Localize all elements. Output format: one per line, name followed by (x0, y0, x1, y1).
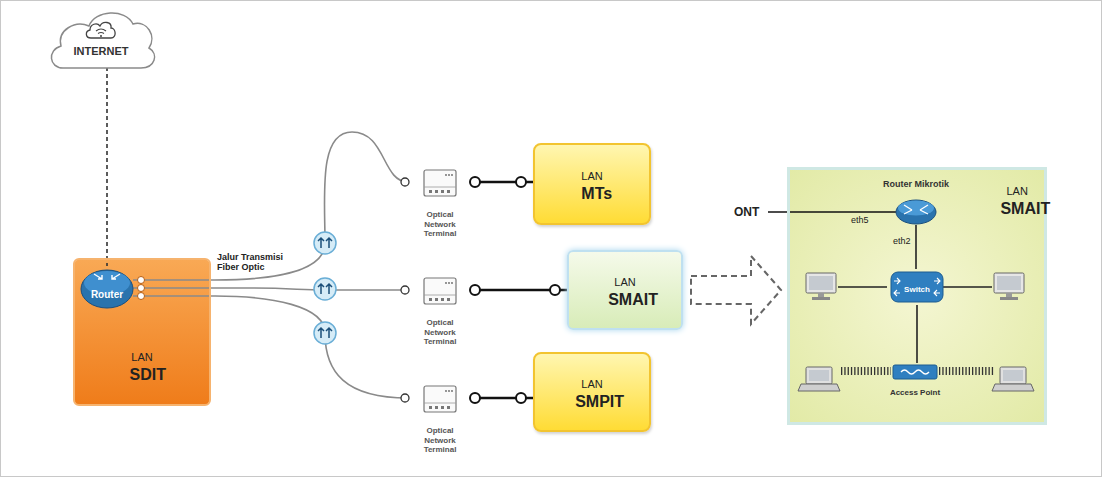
node-text: Optical Network Terminal (413, 318, 467, 346)
ont-device: Optical Network Terminal (408, 276, 472, 348)
connector (133, 296, 409, 402)
node-text: Switch (904, 285, 930, 295)
laptop (798, 367, 840, 391)
text-label: eth5 (851, 215, 869, 225)
connector (470, 393, 533, 403)
node-text: INTERNET (74, 45, 129, 57)
laptop (992, 367, 1034, 391)
text-label: ONT (734, 205, 759, 219)
node-text: Optical Network Terminal (413, 426, 467, 454)
node-text: LAN SMPIT (575, 373, 609, 411)
cloud-shape (45, 6, 157, 70)
connector (133, 286, 409, 294)
ont-device: Optical Network Terminal (408, 384, 472, 456)
node-text: Router Mikrotik (883, 179, 949, 190)
router-shape (81, 266, 133, 310)
lan-box: LAN SMAIT (567, 250, 683, 330)
panel-fill (788, 168, 1046, 424)
router-icon: Router (81, 266, 133, 310)
router-ports (138, 277, 145, 300)
lan-box: LAN MTs (533, 143, 651, 225)
connector (470, 177, 533, 187)
node-text: LAN SMAIT (608, 271, 642, 309)
internet-cloud: INTERNET (45, 6, 157, 70)
fiber-splitters (314, 232, 336, 344)
ont-device: Optical Network Terminal (408, 168, 472, 240)
sdit-fill (74, 259, 210, 405)
text-label: Jalur Transmisi Fiber Optic (217, 252, 297, 273)
desktop-pc (806, 273, 836, 300)
access-point: Access Point (875, 363, 955, 399)
node-text: LAN MTs (581, 165, 602, 203)
node-text: Router (91, 289, 123, 301)
connector (917, 305, 918, 363)
node-text: Access Point (890, 388, 940, 398)
connector (470, 285, 567, 295)
lan-box: LAN SMPIT (533, 352, 651, 432)
connector (916, 225, 917, 269)
node-text: LAN SDIT (129, 346, 154, 384)
connector (107, 67, 108, 266)
switch-icon: Switch (887, 269, 947, 305)
lan-box: LAN SDIT Router (73, 258, 211, 406)
text-label: eth2 (893, 236, 911, 246)
connector (691, 256, 781, 324)
desktop-pc (994, 273, 1024, 300)
lan-panel: LAN SMAIT Router MikrotikSwitchAccess Poi… (787, 167, 1047, 425)
node-text: Optical Network Terminal (413, 210, 467, 238)
mikrotik-router: Router Mikrotik (870, 179, 962, 225)
node-text: LAN SMAIT (1000, 180, 1034, 218)
